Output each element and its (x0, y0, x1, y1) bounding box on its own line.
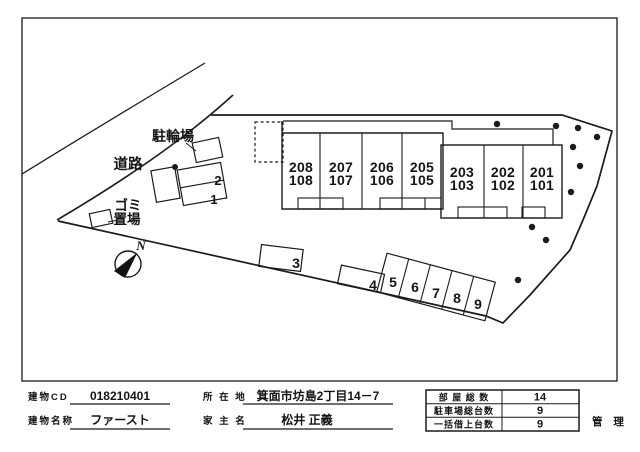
parking-space-2-label: 2 (214, 173, 221, 188)
garbage-label-leader (107, 219, 119, 223)
stat-leased-total-label: 一括借上台数 (434, 419, 494, 430)
tree-icon (493, 120, 501, 128)
parking-space-4-outline (336, 264, 386, 294)
parking-row-5-9 (375, 252, 497, 322)
north-label: N (135, 238, 146, 253)
room-label-102: 102 (491, 177, 515, 193)
parking-space-4-label: 4 (369, 277, 377, 293)
room-label-107: 107 (329, 172, 353, 188)
north-compass-icon (114, 250, 142, 278)
room-label-108: 108 (289, 172, 313, 188)
room-label-103: 103 (450, 177, 474, 193)
site-boundary (57, 114, 614, 325)
bicycle-parking-area (191, 136, 224, 164)
garbage-label-line1: ゴミ (115, 197, 142, 213)
entrance-porch (297, 197, 344, 210)
owner-label: 家 主 名 (203, 415, 247, 427)
room-label-206: 206 (370, 159, 394, 175)
parking-space-5-label: 5 (389, 274, 397, 290)
stat-total-rooms-label: 部 屋 総 数 (439, 392, 490, 403)
tree-icon (576, 162, 584, 170)
entrance-porch (457, 206, 508, 219)
parking-space-9-label: 9 (474, 296, 482, 312)
room-label-208: 208 (289, 159, 313, 175)
tree-icon (552, 122, 560, 130)
drawing-frame (21, 17, 618, 382)
building-left-block (281, 121, 444, 210)
bicycle-parking-label: 駐輪場 (152, 128, 194, 144)
road-label: 道路 (114, 155, 143, 173)
room-label-202: 202 (491, 164, 515, 180)
room-label-101: 101 (530, 177, 554, 193)
building-cd-label: 建物CD (27, 391, 69, 403)
tree-icon (542, 236, 550, 244)
address-label: 所 在 地 (203, 391, 247, 403)
title-block: 建物CD 018210401 所 在 地 箕面市坊島2丁目14－7 建物名称 フ… (27, 388, 628, 432)
stat-parking-total-value: 9 (537, 405, 543, 417)
entrance-porch (379, 197, 426, 210)
tree-icon (569, 143, 577, 151)
tree-icon (567, 188, 575, 196)
room-label-203: 203 (450, 164, 474, 180)
dashed-annex-outline (254, 121, 284, 163)
tree-icon (528, 223, 536, 231)
storage-structure (150, 165, 181, 204)
parking-space-3-label: 3 (292, 255, 300, 271)
building-cd-value: 018210401 (90, 389, 150, 403)
stat-leased-total-value: 9 (537, 419, 543, 431)
parking-space-6-label: 6 (411, 279, 419, 295)
parking-space-3-outline (258, 243, 304, 273)
management-label: 管 理 (592, 415, 628, 428)
road-inner-edge-site-boundary (56, 94, 234, 221)
parking-block-1-2 (176, 161, 228, 207)
garbage-label-line2: 置場 (114, 211, 141, 227)
address-value: 箕面市坊島2丁目14－7 (257, 388, 380, 403)
building-name-value: ファースト (90, 413, 149, 427)
owner-value: 松井 正義 (281, 412, 332, 427)
stats-table: 部 屋 総 数 14 駐車場総台数 9 一括借上台数 9 (425, 389, 580, 432)
tree-icon (514, 276, 522, 284)
pole-marker-icon (172, 164, 178, 170)
room-label-207: 207 (329, 159, 353, 175)
garbage-area (88, 208, 114, 229)
room-label-106: 106 (370, 172, 394, 188)
building-canopy-line (283, 120, 554, 145)
room-label-105: 105 (410, 172, 434, 188)
entrance-porch (521, 206, 546, 219)
bicycle-label-leader (185, 142, 197, 152)
building-name-label: 建物名称 (27, 415, 74, 427)
room-label-205: 205 (410, 159, 434, 175)
road-outer-edge (21, 62, 206, 175)
stat-parking-total-label: 駐車場総台数 (434, 405, 494, 416)
tree-icon (593, 133, 601, 141)
parking-space-1-label: 1 (210, 192, 217, 207)
room-label-201: 201 (530, 164, 554, 180)
parking-space-7-label: 7 (432, 285, 440, 301)
tree-icon (574, 124, 582, 132)
stat-total-rooms-value: 14 (534, 392, 547, 404)
parking-space-8-label: 8 (453, 290, 461, 306)
